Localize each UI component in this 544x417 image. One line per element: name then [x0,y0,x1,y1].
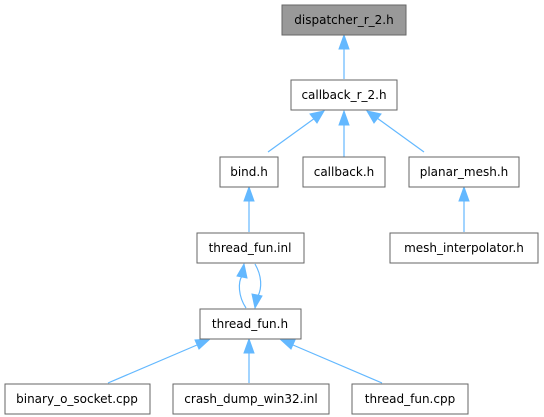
node-label: bind.h [230,165,268,179]
edge-thread-fun-h-to-thread-fun-inl [236,262,248,309]
node-planar-mesh-h[interactable]: planar_mesh.h [408,156,520,188]
node-label: thread_fun.cpp [365,392,455,406]
node-label: dispatcher_r_2.h [294,13,393,27]
node-label: binary_o_socket.cpp [16,392,138,406]
node-label: mesh_interpolator.h [404,241,524,255]
node-label: thread_fun.inl [209,241,292,255]
edge-binary-o-socket-to-thread-fun-h [107,338,212,384]
edge-thread-fun-inl-to-bind [243,185,255,232]
edge-planar-mesh-to-callback-r2 [365,110,425,153]
node-label: crash_dump_win32.inl [184,392,317,406]
node-crash-dump-win32-inl[interactable]: crash_dump_win32.inl [172,383,330,415]
node-label: callback_r_2.h [301,88,386,102]
edge-bind-to-callback-r2 [267,110,326,153]
node-label: planar_mesh.h [420,165,509,179]
node-thread-fun-inl[interactable]: thread_fun.inl [196,232,305,264]
edge-callback-r2-to-dispatcher [338,33,350,79]
node-thread-fun-cpp[interactable]: thread_fun.cpp [351,383,469,415]
node-label: thread_fun.h [212,317,288,331]
node-callback-r-2-h[interactable]: callback_r_2.h [290,79,398,111]
edge-mesh-interpolator-to-planar-mesh [458,185,470,232]
edge-crash-dump-to-thread-fun-h [243,337,255,383]
node-dispatcher-r-2-h[interactable]: dispatcher_r_2.h [281,4,407,36]
node-label: callback.h [314,165,375,179]
edge-callback-to-callback-r2 [338,109,350,157]
edge-thread-fun-cpp-to-thread-fun-h [278,338,383,384]
node-binary-o-socket-cpp[interactable]: binary_o_socket.cpp [4,383,151,415]
node-callback-h[interactable]: callback.h [302,156,386,188]
node-bind-h[interactable]: bind.h [219,156,279,188]
edge-thread-fun-inl-to-thread-fun-h [251,263,263,310]
node-thread-fun-h[interactable]: thread_fun.h [199,308,302,340]
node-mesh-interpolator-h[interactable]: mesh_interpolator.h [389,232,539,264]
